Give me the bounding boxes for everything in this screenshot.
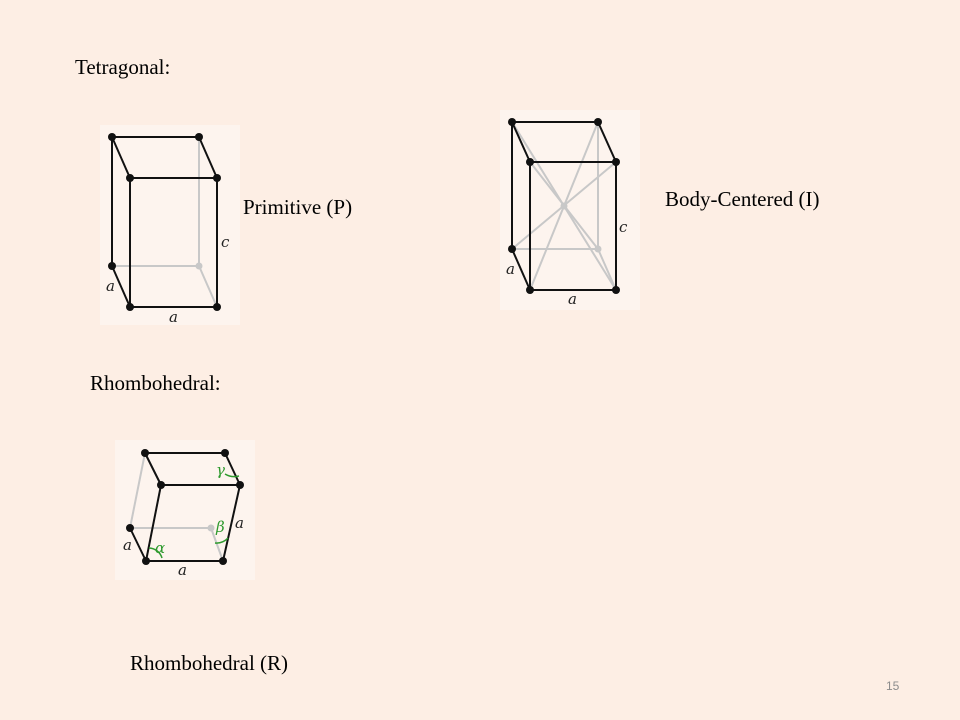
edge-c-label: c (619, 218, 628, 236)
tetragonal-heading: Tetragonal: (75, 55, 171, 79)
angle-beta-label: β (215, 518, 225, 536)
edge-a-bottom-label: a (169, 308, 178, 325)
body-center-point (560, 202, 568, 210)
edge-c-label: c (221, 233, 230, 251)
rhombohedral-diagram: γ β α a a a (123, 449, 244, 579)
edge-a-label: a (106, 277, 115, 295)
tetragonal-body-centered-diagram: a a c (506, 118, 628, 308)
body-centered-caption: Body-Centered (I) (665, 187, 820, 211)
edge-a-bottom-label: a (178, 561, 187, 579)
tetragonal-body-centered-figure: a a c (500, 110, 640, 310)
edge-a-bottom-label: a (568, 290, 577, 308)
page-number: 15 (886, 679, 900, 693)
rhombohedral-figure: γ β α a a a (115, 440, 255, 580)
tetragonal-primitive-diagram: a a c (106, 133, 230, 325)
rhombohedral-caption: Rhombohedral (R) (130, 651, 289, 675)
rhombohedral-heading: Rhombohedral: (90, 371, 221, 395)
primitive-caption: Primitive (P) (243, 195, 353, 219)
angle-alpha-label: α (155, 539, 165, 557)
edge-a-right-label: a (235, 514, 244, 532)
angle-gamma-label: γ (216, 461, 225, 479)
edge-a-label: a (506, 260, 515, 278)
tetragonal-primitive-figure: a a c (100, 125, 240, 325)
edge-a-left-label: a (123, 536, 132, 554)
